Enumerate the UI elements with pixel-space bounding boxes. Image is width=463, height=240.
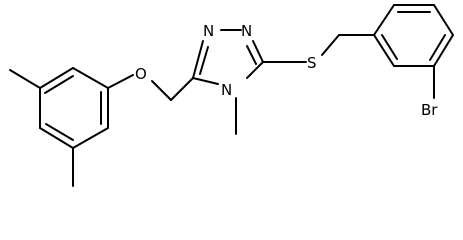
bond-ar1-ar2 [72, 67, 109, 89]
molecule-structure: N N N S O Br [9, 4, 454, 187]
bond-br6-br1-double [381, 34, 398, 60]
bond-c5-n4 [246, 61, 264, 79]
bond-ar2-ar3-double [44, 75, 74, 94]
bond-c3-ch2 [170, 77, 194, 101]
bond-br3-br4 [433, 4, 454, 36]
atom-sulfur: S [307, 54, 317, 72]
bond-br4-br5-double [429, 34, 446, 61]
bond-n2-c5-double [246, 45, 257, 65]
bond-br1-br2 [373, 4, 395, 36]
atom-n-methyl: N [221, 81, 232, 99]
bond-c3-n1-double [199, 46, 209, 75]
atom-n-top-left: N [203, 22, 214, 40]
bond-ar4-ar5 [39, 127, 74, 149]
bond-n2-c5 [252, 40, 264, 63]
atom-oxygen: O [135, 65, 147, 83]
oxymethyl-linker [107, 74, 194, 101]
bond-o-aryl [107, 74, 134, 89]
atom-bromine: Br [421, 101, 438, 119]
bond-s-ch2 [321, 34, 340, 56]
dimethylphenyl-ring [9, 67, 109, 187]
triazole-ring [192, 29, 264, 85]
atom-n-top-right: N [241, 22, 252, 40]
molecule-canvas: N N N S O Br [9, 4, 454, 187]
bond-ch2-o [151, 80, 172, 101]
bond-ar3-methyl [9, 69, 41, 89]
bond-br4-br5 [433, 34, 454, 67]
bromophenyl-ring [373, 4, 454, 99]
bond-ar5-ar6 [72, 127, 109, 149]
bond-n4-c3 [192, 77, 219, 85]
bond-c3-n1 [192, 40, 204, 79]
thiomethyl-linker [262, 34, 375, 63]
bond-br6-br1 [373, 34, 395, 67]
bond-ar4-ar5-double [45, 123, 74, 141]
bond-ar2-ar3 [39, 67, 74, 89]
